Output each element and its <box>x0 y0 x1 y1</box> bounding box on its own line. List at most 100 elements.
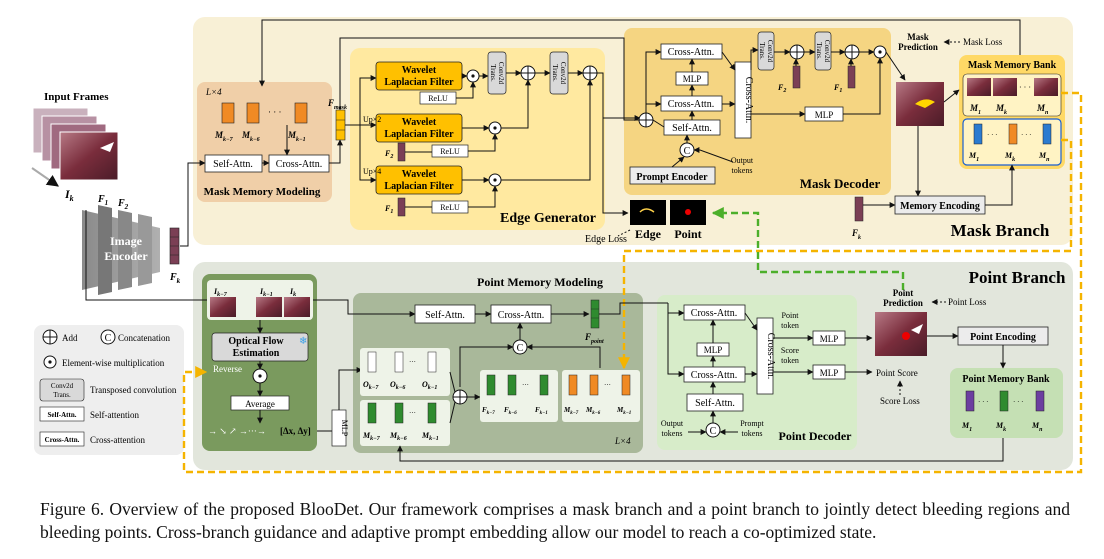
point-prediction-image <box>875 312 927 356</box>
edge-f2-token <box>397 142 406 162</box>
o-label-1: Ok−7 <box>363 380 379 391</box>
mask-memory-dots: · · · <box>268 107 282 117</box>
encoder-label-2: Encoder <box>104 249 148 263</box>
o-label-3: Ok−1 <box>422 380 437 391</box>
mp-label-2: Mk−6 <box>389 431 407 442</box>
mask-bank-mn: Mn <box>1036 103 1049 116</box>
mask-fk-label: Fk <box>851 228 861 241</box>
wf1-l2: Laplacian Filter <box>384 77 454 88</box>
mask-bank-dots: · · · <box>1019 83 1031 92</box>
flow-frame-3-label: Ik <box>289 287 296 298</box>
mdec-mlp2-label: MLP <box>815 110 834 120</box>
edge-generator-title: Edge Generator <box>500 211 596 226</box>
edge-f1-label: F1 <box>384 204 393 215</box>
mask-decoder-title: Mask Decoder <box>800 176 881 191</box>
point-label: Point <box>674 227 701 241</box>
point-bank-tokens <box>965 390 1045 412</box>
mdec-conv-2-label: Conv2dTrans. <box>815 40 831 63</box>
point-ca-label: Cross-Attn. <box>498 310 544 321</box>
mdec-concat-label: C <box>684 146 691 157</box>
pdec-mlp-score <box>812 364 846 380</box>
memory-encoding-label: Memory Encoding <box>900 201 980 212</box>
mask-bank-dots-3: · · · <box>1021 131 1032 139</box>
mdec-ca2-label: Cross-Attn. <box>668 99 714 110</box>
mask-bank-dots-2: · · · <box>987 131 998 139</box>
wf2-l1: Wavelet <box>402 117 437 128</box>
point-lx4: L×4 <box>614 436 631 446</box>
legend-cross-box: Cross-Attn. <box>45 436 80 444</box>
legend-cross: Cross-attention <box>90 435 145 445</box>
pdec-mlp-point <box>812 330 846 346</box>
mask-memory-lx4: L×4 <box>205 87 222 97</box>
mask-cross-attn-label: Cross-Attn. <box>276 159 322 170</box>
score-loss-label: Score Loss <box>880 396 920 406</box>
legend-concat: Concatenation <box>118 333 170 343</box>
mask-bank-title: Mask Memory Bank <box>968 60 1057 71</box>
edge-image <box>630 200 666 225</box>
fref-label-2: Fk−6 <box>504 406 517 416</box>
mm-label-2: Mk−6 <box>585 406 601 416</box>
o-dots: ··· <box>409 358 416 366</box>
legend-add: Add <box>62 333 78 343</box>
mask-memory-modeling-box <box>197 82 332 202</box>
figure-caption: Figure 6. Overview of the proposed BlooD… <box>40 499 1070 542</box>
fk-label: Fk <box>169 272 181 285</box>
fref-label-1: Fk−7 <box>482 406 495 416</box>
point-mlp-label: MLP <box>340 420 349 437</box>
fref-label-3: Fk−1 <box>535 406 548 416</box>
legend-concat-symbol: C <box>105 333 112 344</box>
wf3-l1: Wavelet <box>402 169 437 180</box>
snowflake-icon: ❄ <box>299 336 307 347</box>
legend: Add C Concatenation Element-wise multipl… <box>39 329 177 447</box>
pdec-ca1-label: Cross-Attn. <box>691 308 737 319</box>
mask-bank-m1: M1 <box>969 103 981 116</box>
edge-conv-1-label: Conv2dTrans. <box>489 62 505 85</box>
prompt-encoder-label: Prompt Encoder <box>636 172 708 183</box>
input-ik: Ik <box>64 187 74 203</box>
fpoint-token <box>590 299 600 329</box>
delta-label: [Δx, Δy] <box>280 426 311 436</box>
input-frame-stack <box>32 107 119 181</box>
point-bank-m1: M1 <box>961 421 972 433</box>
wf2-l2: Laplacian Filter <box>384 129 454 140</box>
point-bank-mn: Mn <box>1031 421 1043 433</box>
relu-2-label: ReLU <box>440 147 460 156</box>
relu-3-label: ReLU <box>440 203 460 212</box>
mdec-cav-label: Cross-Attn. <box>743 77 754 123</box>
pdec-concat-label: C <box>710 426 717 437</box>
point-bank-mk: Mk <box>995 421 1006 433</box>
mdec-f1-token <box>847 65 856 89</box>
mask-mem-token-2: Mk−6 <box>241 130 260 143</box>
mm-dots: ··· <box>604 381 611 389</box>
fref-tokens <box>486 374 549 396</box>
edge-f1-token <box>397 197 406 217</box>
flow-frame-2-label: Ik−1 <box>259 287 273 298</box>
mask-fk-token <box>854 196 864 222</box>
mp-tokens <box>367 402 437 424</box>
point-concat-label: C <box>517 343 524 354</box>
mask-mem-token-3: Mk−1 <box>287 130 306 143</box>
mdec-f2-token <box>792 65 801 89</box>
mdec-f1-label: F1 <box>833 83 842 94</box>
mask-self-attn-label: Self-Attn. <box>213 159 253 170</box>
up4-label: Up×4 <box>363 167 381 176</box>
f1-label: F1 <box>97 194 108 207</box>
mm-label-3: Mk−1 <box>616 406 631 416</box>
fk-token <box>169 227 180 265</box>
mask-branch-title: Mask Branch <box>951 221 1050 240</box>
point-bank-dots-1: · · · <box>978 398 989 406</box>
o-label-2: Ok−6 <box>390 380 405 391</box>
flow-frame-1-label: Ik−7 <box>213 287 228 298</box>
mask-bank-mk: Mk <box>995 103 1007 116</box>
f2-label: F2 <box>117 198 129 211</box>
point-encoding-label: Point Encoding <box>970 332 1036 343</box>
fpoint-label: Fpoint <box>584 332 604 345</box>
point-score-label: Point Score <box>876 368 918 378</box>
